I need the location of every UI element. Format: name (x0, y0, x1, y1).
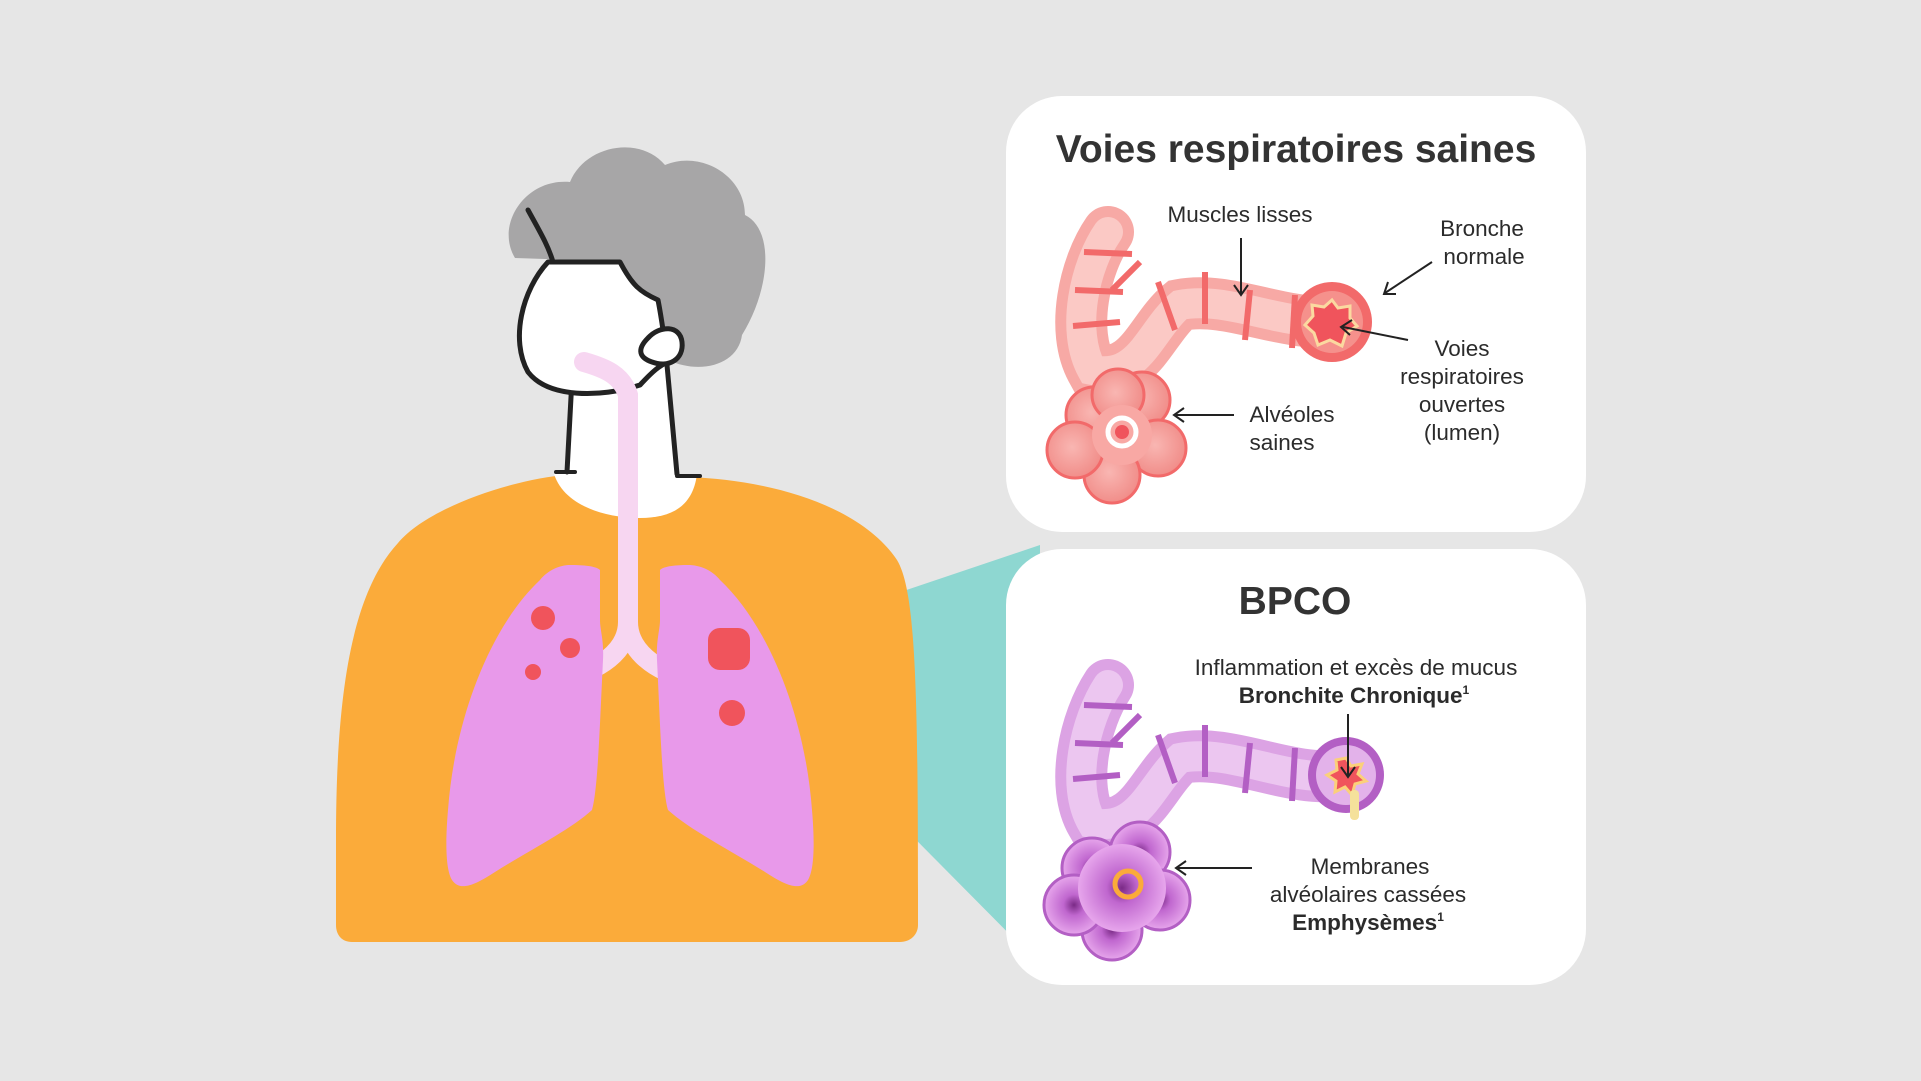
inflammation-spot (560, 638, 580, 658)
bronchus-inner (1066, 217, 1355, 387)
label-open-airways-1: Voies (1434, 336, 1489, 361)
label-open-airways-3: ouvertes (1419, 392, 1505, 417)
open-lumen (1302, 297, 1360, 349)
face (516, 259, 671, 397)
panel-title: Voies respiratoires saines (1056, 128, 1537, 171)
inflammation-spot (525, 664, 541, 680)
copd-annotation-arrows (1174, 714, 1356, 876)
label-open-airways-4: (lumen) (1424, 420, 1500, 445)
ear (638, 326, 685, 367)
inflammation-spot (719, 700, 745, 726)
copd-bronchus-illustration (1042, 659, 1384, 962)
inflammation-spot (531, 606, 555, 630)
healthy-airways-panel: Voies respiratoires saines (1006, 96, 1586, 532)
zoomed-inflammation-spot (708, 628, 750, 670)
damaged-alveoli (1042, 820, 1192, 962)
healthy-bronchus-illustration (1045, 206, 1372, 505)
label-emphysema: Emphysèmes1 (1292, 910, 1444, 935)
label-membranes-2: alvéolaires cassées (1270, 882, 1466, 907)
panel-title: BPCO (1239, 580, 1352, 623)
label-chronic-bronchitis: Bronchite Chronique1 (1239, 683, 1470, 708)
label-healthy-alveoli-1: Alvéoles (1249, 402, 1334, 427)
healthy-annotation-arrows (1172, 238, 1433, 423)
person-illustration (336, 147, 918, 942)
bronchus-inner (1066, 670, 1355, 840)
label-smooth-muscles: Muscles lisses (1167, 202, 1312, 227)
healthy-alveoli (1045, 367, 1188, 505)
neck-outline-right (664, 362, 680, 477)
smooth-muscle-rings (1072, 249, 1298, 349)
hair-strand (525, 207, 556, 265)
label-normal-bronchus: Bronche (1440, 216, 1524, 241)
copd-panel: BPCO (1006, 549, 1586, 985)
label-open-airways-2: respiratoires (1400, 364, 1524, 389)
hair (508, 147, 766, 367)
label-healthy-alveoli-2: saines (1249, 430, 1314, 455)
label-normal-bronchus-2: normale (1443, 244, 1524, 269)
label-inflammation: Inflammation et excès de mucus (1195, 655, 1518, 680)
label-membranes-1: Membranes (1311, 854, 1430, 879)
smooth-muscle-rings (1072, 702, 1298, 802)
mucus-drip (1350, 790, 1359, 820)
